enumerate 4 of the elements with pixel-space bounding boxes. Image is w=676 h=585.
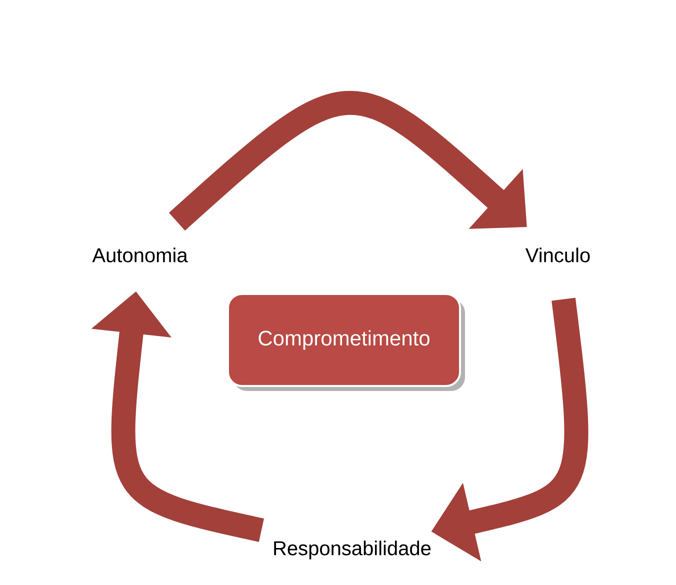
concept-label: Vinculo: [525, 248, 590, 262]
concept-label: Responsabilidade: [274, 540, 431, 560]
concept-label: Autonomia: [92, 248, 188, 262]
center-box: Comprometimento: [227, 293, 465, 391]
